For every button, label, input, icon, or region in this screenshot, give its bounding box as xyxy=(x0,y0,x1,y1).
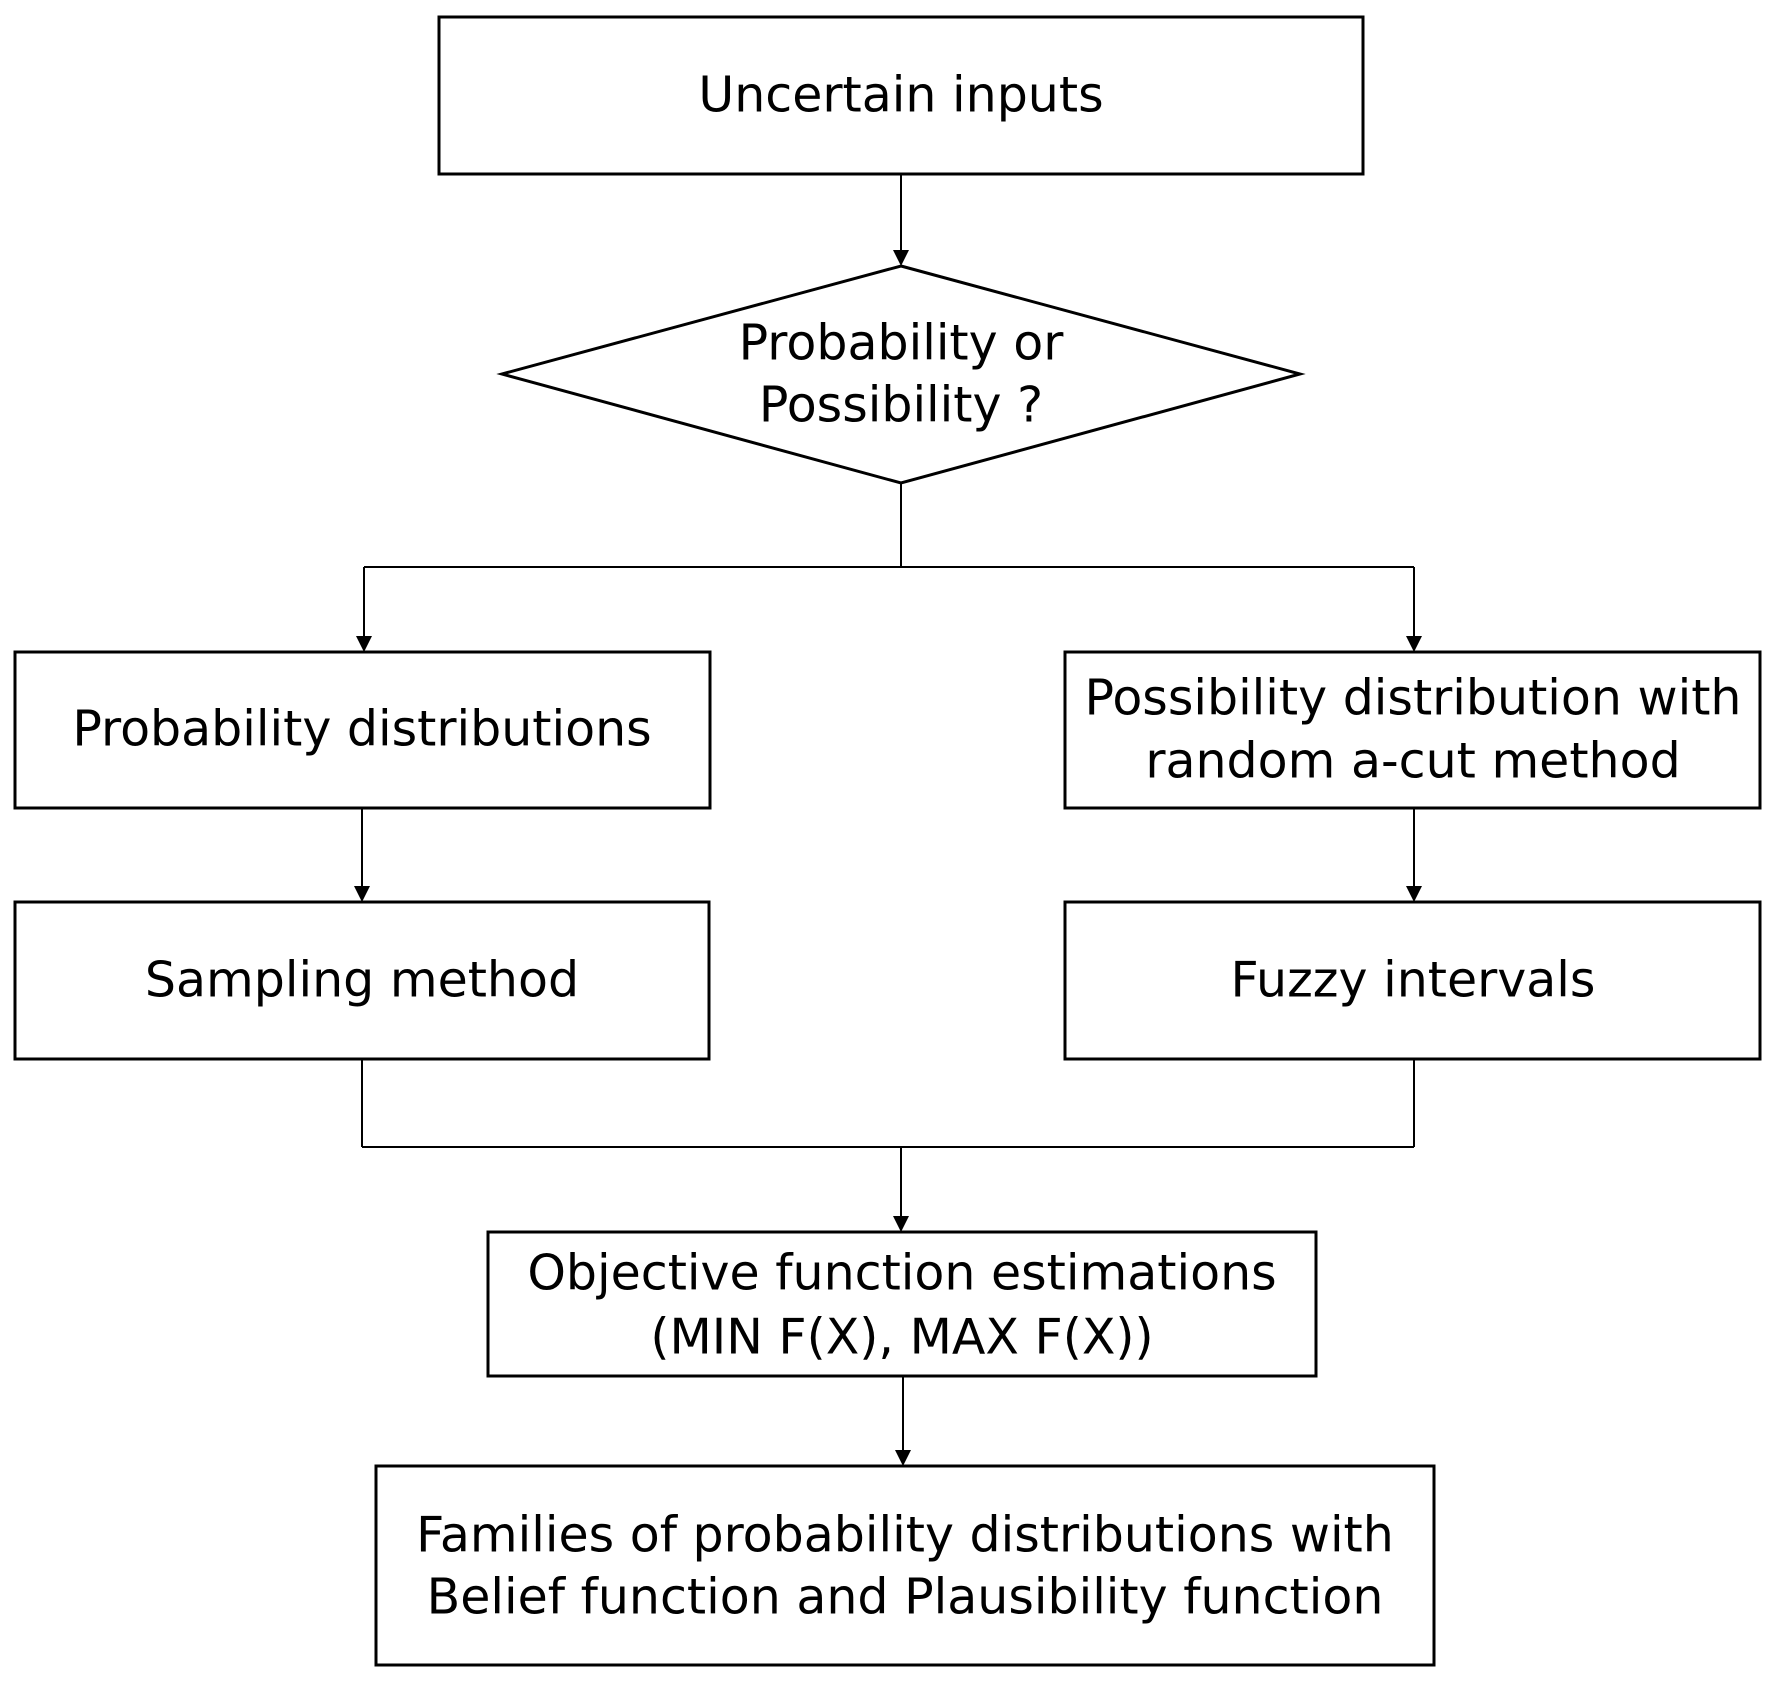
node-possibility-distribution-label-line1: Possibility distribution with xyxy=(1085,670,1742,727)
arrowhead-fuzzy-intervals xyxy=(1406,886,1422,902)
node-uncertain-inputs: Uncertain inputs xyxy=(437,15,1365,176)
arrowhead-sampling-method xyxy=(354,886,370,902)
node-decision-label-line2: Possibility ? xyxy=(759,377,1043,434)
node-probability-distributions: Probability distributions xyxy=(13,650,712,810)
node-objective-function: Objective function estimations (MIN F(X)… xyxy=(486,1230,1318,1378)
node-uncertain-inputs-label: Uncertain inputs xyxy=(698,67,1103,124)
node-possibility-distribution: Possibility distribution with random a-c… xyxy=(1063,650,1762,810)
node-possibility-distribution-label-line2: random a-cut method xyxy=(1145,733,1680,790)
node-decision: Probability or Possibility ? xyxy=(496,264,1306,485)
arrowhead-families xyxy=(895,1450,911,1466)
node-decision-label-line1: Probability or xyxy=(739,315,1065,372)
arrowhead-decision xyxy=(893,250,909,266)
node-fuzzy-intervals-label: Fuzzy intervals xyxy=(1231,952,1596,1009)
node-objective-function-label-line2: (MIN F(X), MAX F(X)) xyxy=(650,1309,1153,1366)
node-fuzzy-intervals: Fuzzy intervals xyxy=(1063,900,1762,1061)
connectors xyxy=(354,174,1422,1466)
node-families-label-line1: Families of probability distributions wi… xyxy=(416,1507,1394,1564)
node-families: Families of probability distributions wi… xyxy=(374,1464,1436,1667)
arrowhead-objective-function xyxy=(893,1216,909,1232)
node-probability-distributions-label: Probability distributions xyxy=(72,701,651,758)
node-sampling-method-label: Sampling method xyxy=(145,952,579,1009)
node-families-label-line2: Belief function and Plausibility functio… xyxy=(427,1569,1384,1626)
arrowhead-possibility-distribution xyxy=(1406,636,1422,652)
node-objective-function-label-line1: Objective function estimations xyxy=(527,1245,1276,1302)
node-sampling-method: Sampling method xyxy=(13,900,711,1061)
arrowhead-probability-distributions xyxy=(356,636,372,652)
